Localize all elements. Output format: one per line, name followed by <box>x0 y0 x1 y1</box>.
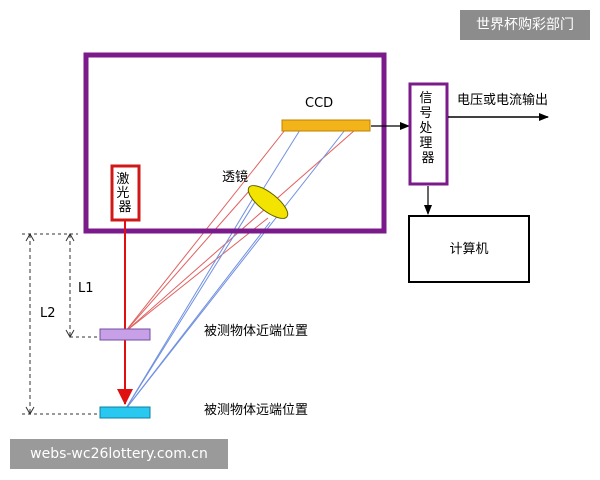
ccd-label: CCD <box>305 96 333 111</box>
laser-label: 激 光 器 <box>116 172 133 215</box>
lens <box>247 185 289 219</box>
output-label: 电压或电流输出 <box>457 92 548 108</box>
watermark-top: 世界杯购彩部门 <box>460 10 590 40</box>
near-object <box>99 328 151 341</box>
far-object <box>99 406 151 419</box>
watermark-bottom: webs-wc26lottery.com.cn <box>10 439 228 469</box>
reflected-rays-far <box>124 129 346 411</box>
l1-label: L1 <box>78 281 94 296</box>
signal-processor-label: 信 号 处 理 器 <box>419 91 436 166</box>
laser-box <box>110 164 141 222</box>
sensor-housing <box>83 52 387 234</box>
computer-label: 计算机 <box>449 242 488 257</box>
far-position-label: 被测物体远端位置 <box>204 403 308 418</box>
near-position-label: 被测物体近端位置 <box>204 324 308 339</box>
dimension-lines <box>22 232 100 416</box>
ccd-sensor <box>281 119 371 132</box>
lens-label: 透镜 <box>222 170 248 185</box>
signal-processor-box <box>408 82 449 186</box>
l2-label: L2 <box>40 306 56 321</box>
computer-box <box>408 215 530 283</box>
